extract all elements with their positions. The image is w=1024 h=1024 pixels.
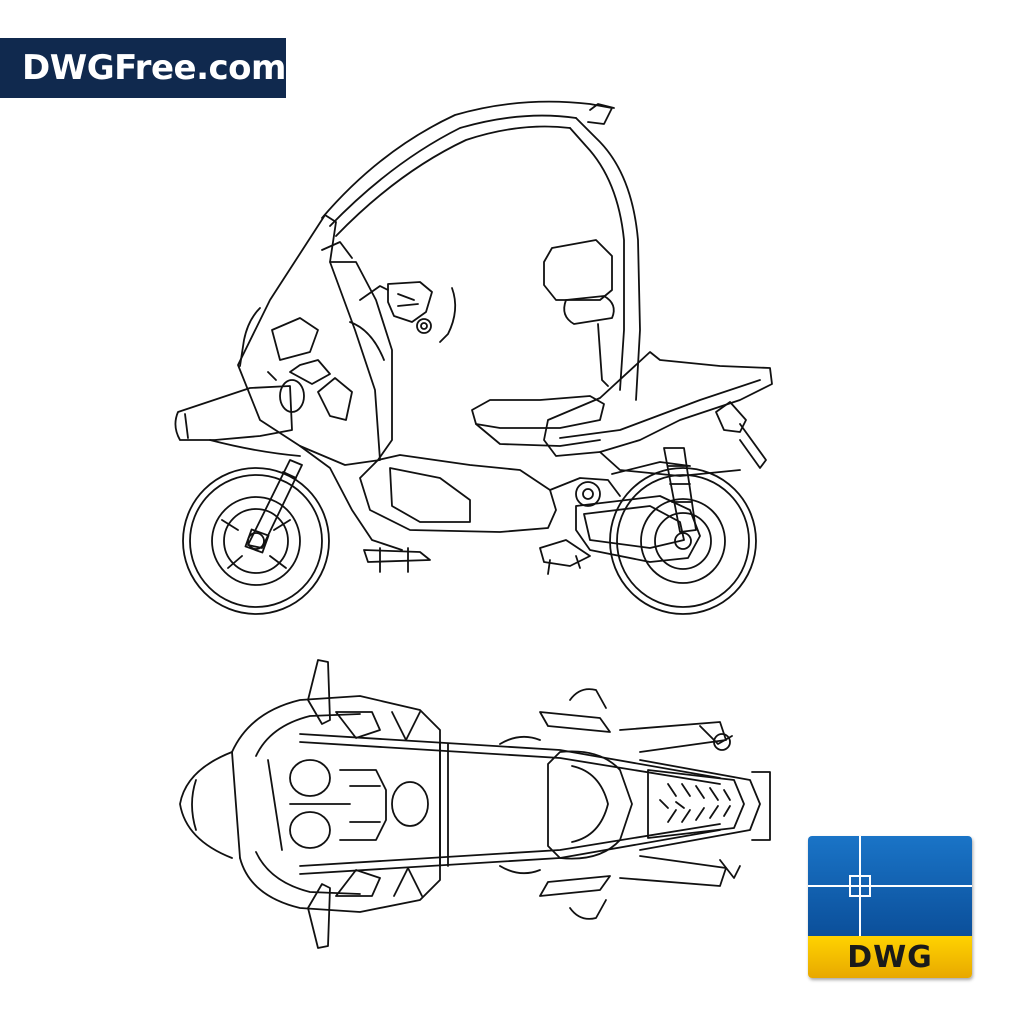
floorboard: [299, 445, 557, 573]
roof-frame: [321, 100, 641, 401]
rear-shock: [611, 447, 697, 533]
top-roof: [299, 733, 721, 875]
brand-banner[interactable]: DWGFree.com: [0, 38, 286, 98]
front-fork: [244, 459, 303, 554]
dwg-badge-label: DWG: [808, 936, 972, 978]
front-wheel: [182, 467, 330, 615]
dwg-badge-top: [808, 836, 972, 936]
engine: [539, 477, 701, 575]
seat: [471, 395, 605, 447]
top-front-fender: [179, 751, 241, 859]
top-mirrors: [307, 659, 331, 949]
front-fender: [174, 385, 301, 457]
front-fairing: [237, 214, 381, 466]
top-lamps: [289, 759, 429, 849]
brand-label: DWGFree.com: [22, 48, 286, 88]
seat-back: [543, 239, 615, 387]
top-seat: [547, 750, 633, 860]
top-grille: [647, 769, 745, 839]
top-view: [179, 659, 771, 949]
leg-shield: [321, 241, 393, 461]
rear-body: [543, 351, 773, 477]
dwg-file-icon[interactable]: DWG: [808, 836, 972, 978]
side-view: [174, 100, 773, 615]
top-wings: [499, 688, 611, 920]
top-rear: [619, 721, 771, 887]
handlebar: [359, 281, 457, 343]
